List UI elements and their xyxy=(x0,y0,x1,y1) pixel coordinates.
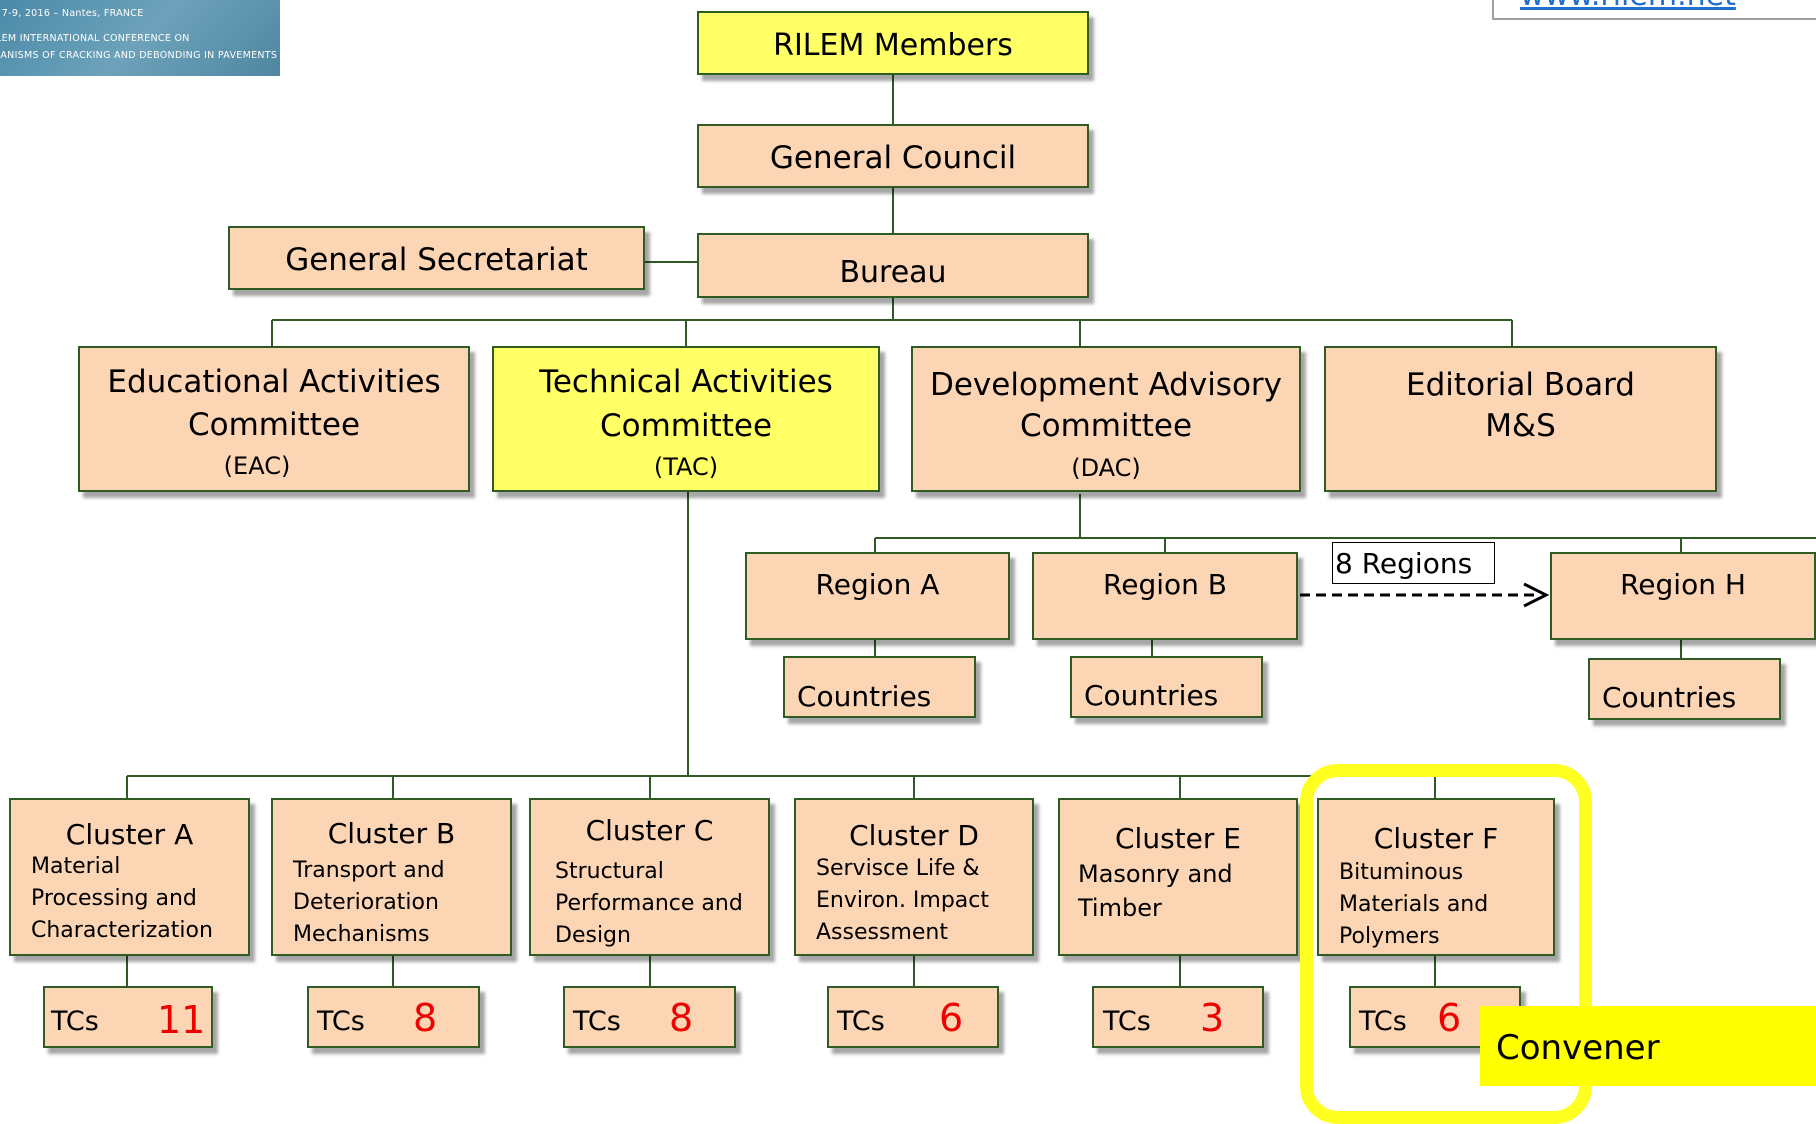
cluster-d-title: Cluster D xyxy=(849,819,979,852)
dac-line2: Committee xyxy=(1019,408,1193,444)
dac-box: Development Advisory Committee (DAC) xyxy=(911,346,1301,492)
editorial-line2: M&S xyxy=(1485,408,1556,444)
cluster-b-desc-3: Mechanisms xyxy=(293,922,430,947)
website-link[interactable]: www.rilem.net xyxy=(1492,0,1816,20)
cluster-c-tcs-label: TCs xyxy=(573,1006,621,1037)
cluster-b-box: Cluster B Transport and Deterioration Me… xyxy=(271,798,512,956)
bureau-box: Bureau xyxy=(697,233,1089,298)
tac-abbr: (TAC) xyxy=(653,453,719,481)
cluster-c-tcs-count: 8 xyxy=(669,996,694,1040)
regions-count-text: 8 Regions xyxy=(1335,547,1473,580)
cluster-e-desc-1: Masonry and xyxy=(1078,860,1233,888)
cluster-f-desc-2: Materials and xyxy=(1339,892,1489,917)
region-a-countries-label: Countries xyxy=(797,680,932,713)
cluster-d-tcs-count: 6 xyxy=(939,996,964,1040)
eac-line2: Committee xyxy=(187,407,361,443)
cluster-f-tcs-count: 6 xyxy=(1437,996,1462,1040)
convener-callout: Convener xyxy=(1480,1006,1816,1086)
cluster-a-desc-2: Processing and xyxy=(31,886,197,911)
rilem-members-box: RILEM Members xyxy=(697,11,1089,75)
logo-line-2: RILEM INTERNATIONAL CONFERENCE ON xyxy=(0,33,190,44)
tac-line2: Committee xyxy=(599,408,773,444)
general-secretariat-box: General Secretariat xyxy=(228,226,645,290)
tac-box: Technical Activities Committee (TAC) xyxy=(492,346,880,492)
cluster-a-tcs-count: 11 xyxy=(157,998,206,1042)
cluster-b-title: Cluster B xyxy=(327,817,456,850)
region-h-countries-label: Countries xyxy=(1602,681,1737,714)
eac-abbr: (EAC) xyxy=(223,452,291,480)
cluster-e-tcs-count: 3 xyxy=(1200,996,1225,1040)
cluster-e-desc-2: Timber xyxy=(1078,894,1162,922)
region-h-countries-box: Countries xyxy=(1588,658,1781,720)
region-b-box: Region B xyxy=(1032,552,1298,640)
cluster-c-tcs-box: TCs 8 xyxy=(563,986,736,1048)
cluster-a-desc-1: Material xyxy=(31,854,121,879)
general-council-box: General Council xyxy=(697,124,1089,188)
dac-line1: Development Advisory xyxy=(929,367,1283,403)
region-h-box: Region H xyxy=(1550,552,1816,640)
cluster-b-tcs-count: 8 xyxy=(413,996,438,1040)
general-council-label: General Council xyxy=(769,140,1017,176)
cluster-b-desc-2: Deterioration xyxy=(293,890,439,915)
general-secretariat-label: General Secretariat xyxy=(285,242,588,278)
cluster-e-title: Cluster E xyxy=(1115,822,1241,855)
logo-line-3: CHANISMS OF CRACKING AND DEBONDING IN PA… xyxy=(0,50,278,61)
tac-line1: Technical Activities xyxy=(539,364,833,400)
cluster-c-title: Cluster C xyxy=(585,814,714,847)
cluster-f-title: Cluster F xyxy=(1373,822,1499,855)
dac-abbr: (DAC) xyxy=(1071,454,1141,482)
cluster-b-desc-1: Transport and xyxy=(293,858,445,883)
cluster-f-desc-1: Bituminous xyxy=(1339,860,1464,885)
cluster-b-tcs-label: TCs xyxy=(317,1006,365,1037)
region-b-countries-box: Countries xyxy=(1070,656,1263,718)
connector-lines xyxy=(126,75,1816,986)
regions-count-label: 8 Regions xyxy=(1332,542,1495,584)
cluster-e-tcs-box: TCs 3 xyxy=(1092,986,1264,1048)
cluster-d-desc-3: Assessment xyxy=(816,920,948,945)
cluster-a-title: Cluster A xyxy=(65,818,194,851)
region-a-box: Region A xyxy=(745,552,1010,640)
cluster-a-desc-3: Characterization xyxy=(31,918,213,943)
logo-line-1: ne 7-9, 2016 – Nantes, FRANCE xyxy=(0,8,144,19)
editorial-line1: Editorial Board xyxy=(1406,367,1635,403)
cluster-f-tcs-label: TCs xyxy=(1359,1006,1407,1037)
region-a-countries-box: Countries xyxy=(783,656,976,718)
conference-logo: ne 7-9, 2016 – Nantes, FRANCE RILEM INTE… xyxy=(0,0,280,76)
cluster-d-tcs-box: TCs 6 xyxy=(827,986,999,1048)
convener-callout-text: Convener xyxy=(1496,1028,1660,1068)
cluster-c-desc-2: Performance and xyxy=(555,891,743,916)
cluster-b-tcs-box: TCs 8 xyxy=(307,986,480,1048)
eac-line1: Educational Activities xyxy=(107,364,441,400)
cluster-d-desc-1: Servisce Life & xyxy=(816,856,980,881)
rilem-members-label: RILEM Members xyxy=(773,28,1013,63)
editorial-board-box: Editorial Board M&S xyxy=(1324,346,1717,492)
cluster-a-tcs-label: TCs xyxy=(51,1006,99,1037)
cluster-c-desc-1: Structural xyxy=(555,859,664,884)
cluster-e-box: Cluster E Masonry and Timber xyxy=(1058,798,1298,956)
cluster-f-box: Cluster F Bituminous Materials and Polym… xyxy=(1317,798,1555,956)
cluster-c-box: Cluster C Structural Performance and Des… xyxy=(529,798,770,956)
cluster-d-box: Cluster D Servisce Life & Environ. Impac… xyxy=(794,798,1034,956)
region-a-label: Region A xyxy=(815,568,940,601)
cluster-d-desc-2: Environ. Impact xyxy=(816,888,990,913)
region-b-label: Region B xyxy=(1103,568,1227,601)
website-link-text[interactable]: www.rilem.net xyxy=(1520,0,1736,13)
cluster-d-tcs-label: TCs xyxy=(837,1006,885,1037)
bureau-label: Bureau xyxy=(839,255,947,290)
cluster-a-tcs-box: TCs 11 xyxy=(43,986,213,1048)
cluster-c-desc-3: Design xyxy=(555,923,631,948)
region-b-countries-label: Countries xyxy=(1084,679,1219,712)
cluster-e-tcs-label: TCs xyxy=(1103,1006,1151,1037)
cluster-a-box: Cluster A Material Processing and Charac… xyxy=(9,798,250,956)
eac-box: Educational Activities Committee (EAC) xyxy=(78,346,470,492)
cluster-f-desc-3: Polymers xyxy=(1339,924,1440,949)
region-h-label: Region H xyxy=(1620,568,1746,601)
